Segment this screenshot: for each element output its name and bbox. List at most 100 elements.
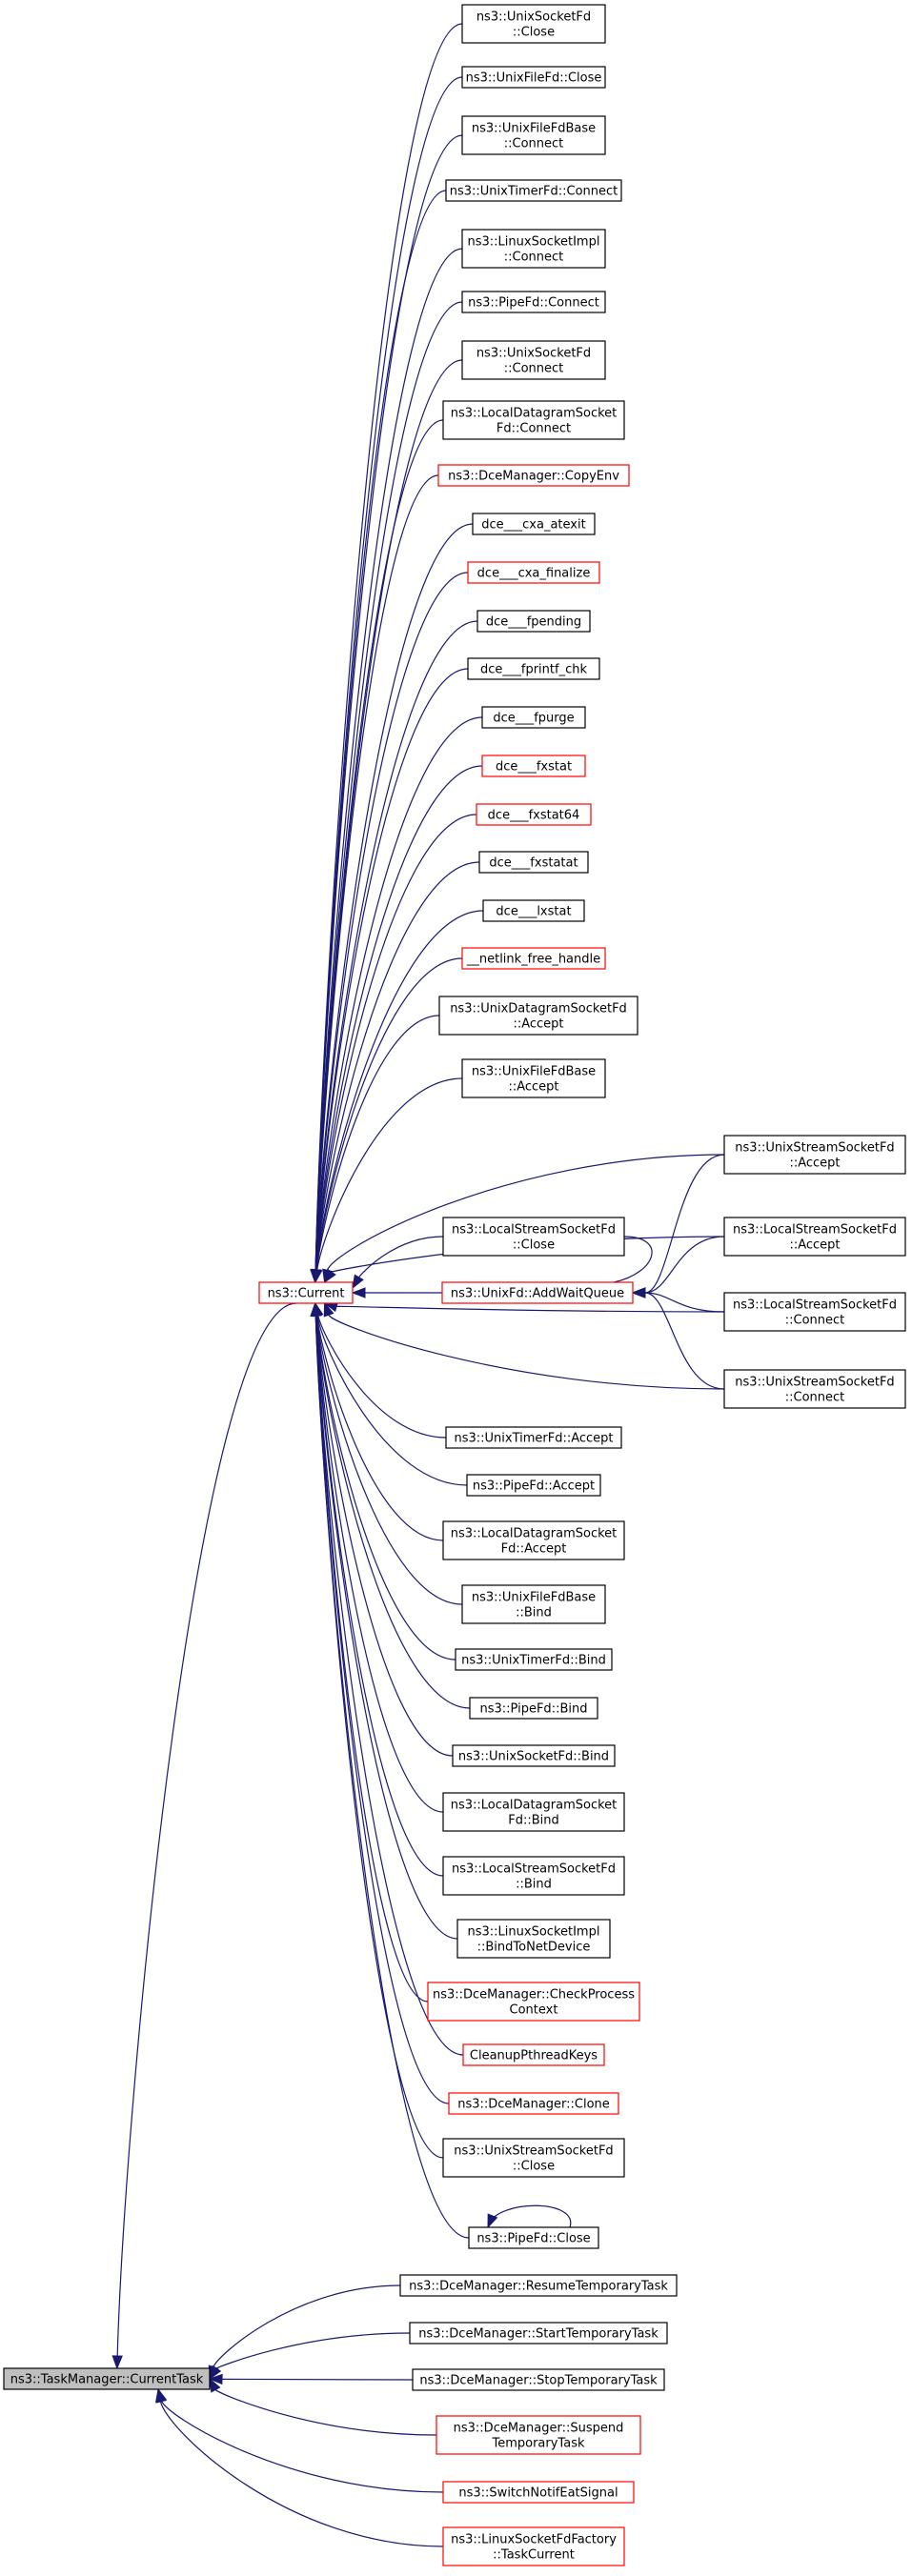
- node-c14[interactable]: dce___fpurge: [481, 706, 586, 729]
- node-c2[interactable]: ns3::UnixFileFd::Close: [461, 66, 606, 89]
- node-r2[interactable]: ns3::LocalStreamSocketFd::Accept: [723, 1217, 906, 1257]
- edge-c22-to-addwait: [613, 1236, 653, 1283]
- node-t4-box: [436, 2415, 641, 2455]
- node-c18[interactable]: dce___lxstat: [482, 899, 585, 922]
- edge-c27-to-current: [315, 1315, 456, 1660]
- node-r3[interactable]: ns3::LocalStreamSocketFd::Connect: [723, 1292, 906, 1332]
- node-c21[interactable]: ns3::UnixFileFdBase::Accept: [461, 1058, 606, 1098]
- node-t2[interactable]: ns3::DceManager::StartTemporaryTask: [409, 2322, 668, 2345]
- node-c16-box: [476, 803, 592, 826]
- node-r2-box: [723, 1217, 906, 1257]
- node-c12[interactable]: dce___fpending: [476, 610, 591, 633]
- node-r1[interactable]: ns3::UnixStreamSocketFd::Accept: [723, 1135, 906, 1175]
- node-c27[interactable]: ns3::UnixTimerFd::Bind: [455, 1648, 613, 1671]
- node-c35-label: ns3::DceManager::Clone: [457, 2098, 610, 2112]
- node-t5-box: [442, 2481, 635, 2504]
- edge-c1-to-current: [314, 23, 463, 1271]
- graph-nodes: ns3::TaskManager::CurrentTask ns3::Curren…: [3, 4, 906, 2566]
- node-c30-label: Fd::Bind: [508, 1814, 559, 1828]
- node-c26-label: ns3::UnixFileFdBase: [472, 1591, 596, 1605]
- node-c23-box: [445, 1426, 622, 1449]
- node-c35[interactable]: ns3::DceManager::Clone: [448, 2092, 619, 2115]
- node-r4-label: ::Connect: [785, 1391, 845, 1405]
- edge-c28-to-current: [315, 1315, 471, 1709]
- node-c20[interactable]: ns3::UnixDatagramSocketFd::Accept: [438, 996, 638, 1036]
- node-c4-box: [445, 179, 622, 202]
- node-c35-box: [448, 2092, 619, 2115]
- node-c6-label: ns3::PipeFd::Connect: [468, 296, 599, 311]
- node-c5-label: ::Connect: [504, 251, 564, 265]
- node-c9[interactable]: ns3::DceManager::CopyEnv: [437, 464, 630, 487]
- node-t5[interactable]: ns3::SwitchNotifEatSignal: [442, 2481, 635, 2504]
- node-c26[interactable]: ns3::UnixFileFdBase::Bind: [461, 1584, 606, 1624]
- node-t6[interactable]: ns3::LinuxSocketFdFactory::TaskCurrent: [442, 2526, 625, 2566]
- node-c32-label: ::BindToNetDevice: [477, 1941, 591, 1955]
- node-r4[interactable]: ns3::UnixStreamSocketFd::Connect: [723, 1369, 906, 1409]
- node-current-label: ns3::Current: [268, 1287, 345, 1301]
- node-c24[interactable]: ns3::PipeFd::Accept: [466, 1474, 601, 1497]
- node-c7-box: [461, 340, 606, 380]
- node-c17[interactable]: dce___fxstatat: [478, 851, 589, 874]
- node-c33-label: ns3::DceManager::CheckProcess: [433, 1988, 635, 2002]
- node-c29[interactable]: ns3::UnixSocketFd::Bind: [452, 1744, 616, 1767]
- node-c28[interactable]: ns3::PipeFd::Bind: [469, 1697, 598, 1720]
- node-c37[interactable]: ns3::PipeFd::Close: [468, 2226, 599, 2249]
- node-t3[interactable]: ns3::DceManager::StopTemporaryTask: [412, 2368, 665, 2391]
- node-c23[interactable]: ns3::UnixTimerFd::Accept: [445, 1426, 622, 1449]
- node-c30-label: ns3::LocalDatagramSocket: [451, 1799, 618, 1813]
- node-c18-label: dce___lxstat: [496, 905, 571, 919]
- node-c19[interactable]: __netlink_free_handle: [461, 947, 606, 970]
- node-c34[interactable]: CleanupPthreadKeys: [462, 2043, 605, 2066]
- edge-c32-to-current: [314, 1315, 458, 1940]
- node-t2-box: [409, 2322, 668, 2345]
- edge-current-to-currenttask-arrowhead: [111, 2355, 123, 2370]
- node-c36-box: [442, 2138, 625, 2178]
- node-r2-label: ::Accept: [789, 1238, 840, 1253]
- node-c6[interactable]: ns3::PipeFd::Connect: [461, 291, 606, 313]
- edge-t3-to-currenttask: [221, 2378, 414, 2381]
- node-c31[interactable]: ns3::LocalStreamSocketFd::Bind: [442, 1856, 625, 1896]
- node-c22-box: [442, 1217, 625, 1257]
- edge-c29-to-current: [315, 1315, 454, 1757]
- edge-c5-to-current: [314, 248, 463, 1271]
- node-c32[interactable]: ns3::LinuxSocketImpl::BindToNetDevice: [456, 1919, 611, 1959]
- edge-c19-to-current: [315, 957, 463, 1271]
- edge-r3-to-current: [335, 1305, 725, 1313]
- node-c24-label: ns3::PipeFd::Accept: [473, 1479, 595, 1494]
- node-c11[interactable]: dce___cxa_finalize: [467, 561, 600, 584]
- node-c1[interactable]: ns3::UnixSocketFd::Close: [461, 4, 606, 44]
- edge-c37-to-current-arrowhead: [310, 1301, 321, 1317]
- edge-r3-to-addwait: [644, 1292, 725, 1313]
- node-c3[interactable]: ns3::UnixFileFdBase::Connect: [461, 115, 606, 155]
- node-c5[interactable]: ns3::LinuxSocketImpl::Connect: [461, 229, 606, 269]
- node-c13-box: [467, 657, 600, 680]
- node-current[interactable]: ns3::Current: [258, 1281, 354, 1304]
- edge-c4-to-current: [314, 190, 447, 1271]
- node-t1[interactable]: ns3::DceManager::ResumeTemporaryTask: [399, 2274, 678, 2297]
- node-c7[interactable]: ns3::UnixSocketFd::Connect: [461, 340, 606, 380]
- node-c15[interactable]: dce___fxstat: [481, 755, 586, 777]
- node-c12-box: [476, 610, 591, 633]
- graph-edges: [111, 23, 725, 2547]
- node-c10[interactable]: dce___cxa_atexit: [472, 513, 596, 535]
- node-current-task[interactable]: ns3::TaskManager::CurrentTask: [3, 2367, 211, 2390]
- node-c31-label: ns3::LocalStreamSocketFd: [452, 1862, 616, 1877]
- edge-c36-to-current: [314, 1315, 444, 2159]
- node-c22-label: ns3::LocalStreamSocketFd: [452, 1223, 616, 1238]
- node-c4[interactable]: ns3::UnixTimerFd::Connect: [445, 179, 622, 202]
- node-add-wait-queue[interactable]: ns3::UnixFd::AddWaitQueue: [441, 1281, 634, 1304]
- node-c16[interactable]: dce___fxstat64: [476, 803, 592, 826]
- node-c22[interactable]: ns3::LocalStreamSocketFd::Close: [442, 1217, 625, 1257]
- node-c13[interactable]: dce___fprintf_chk: [467, 657, 600, 680]
- node-c3-box: [461, 115, 606, 155]
- node-c36[interactable]: ns3::UnixStreamSocketFd::Close: [442, 2138, 625, 2178]
- node-c32-box: [456, 1919, 611, 1959]
- node-t1-box: [399, 2274, 678, 2297]
- edge-pipefd-close-self: [487, 2204, 572, 2228]
